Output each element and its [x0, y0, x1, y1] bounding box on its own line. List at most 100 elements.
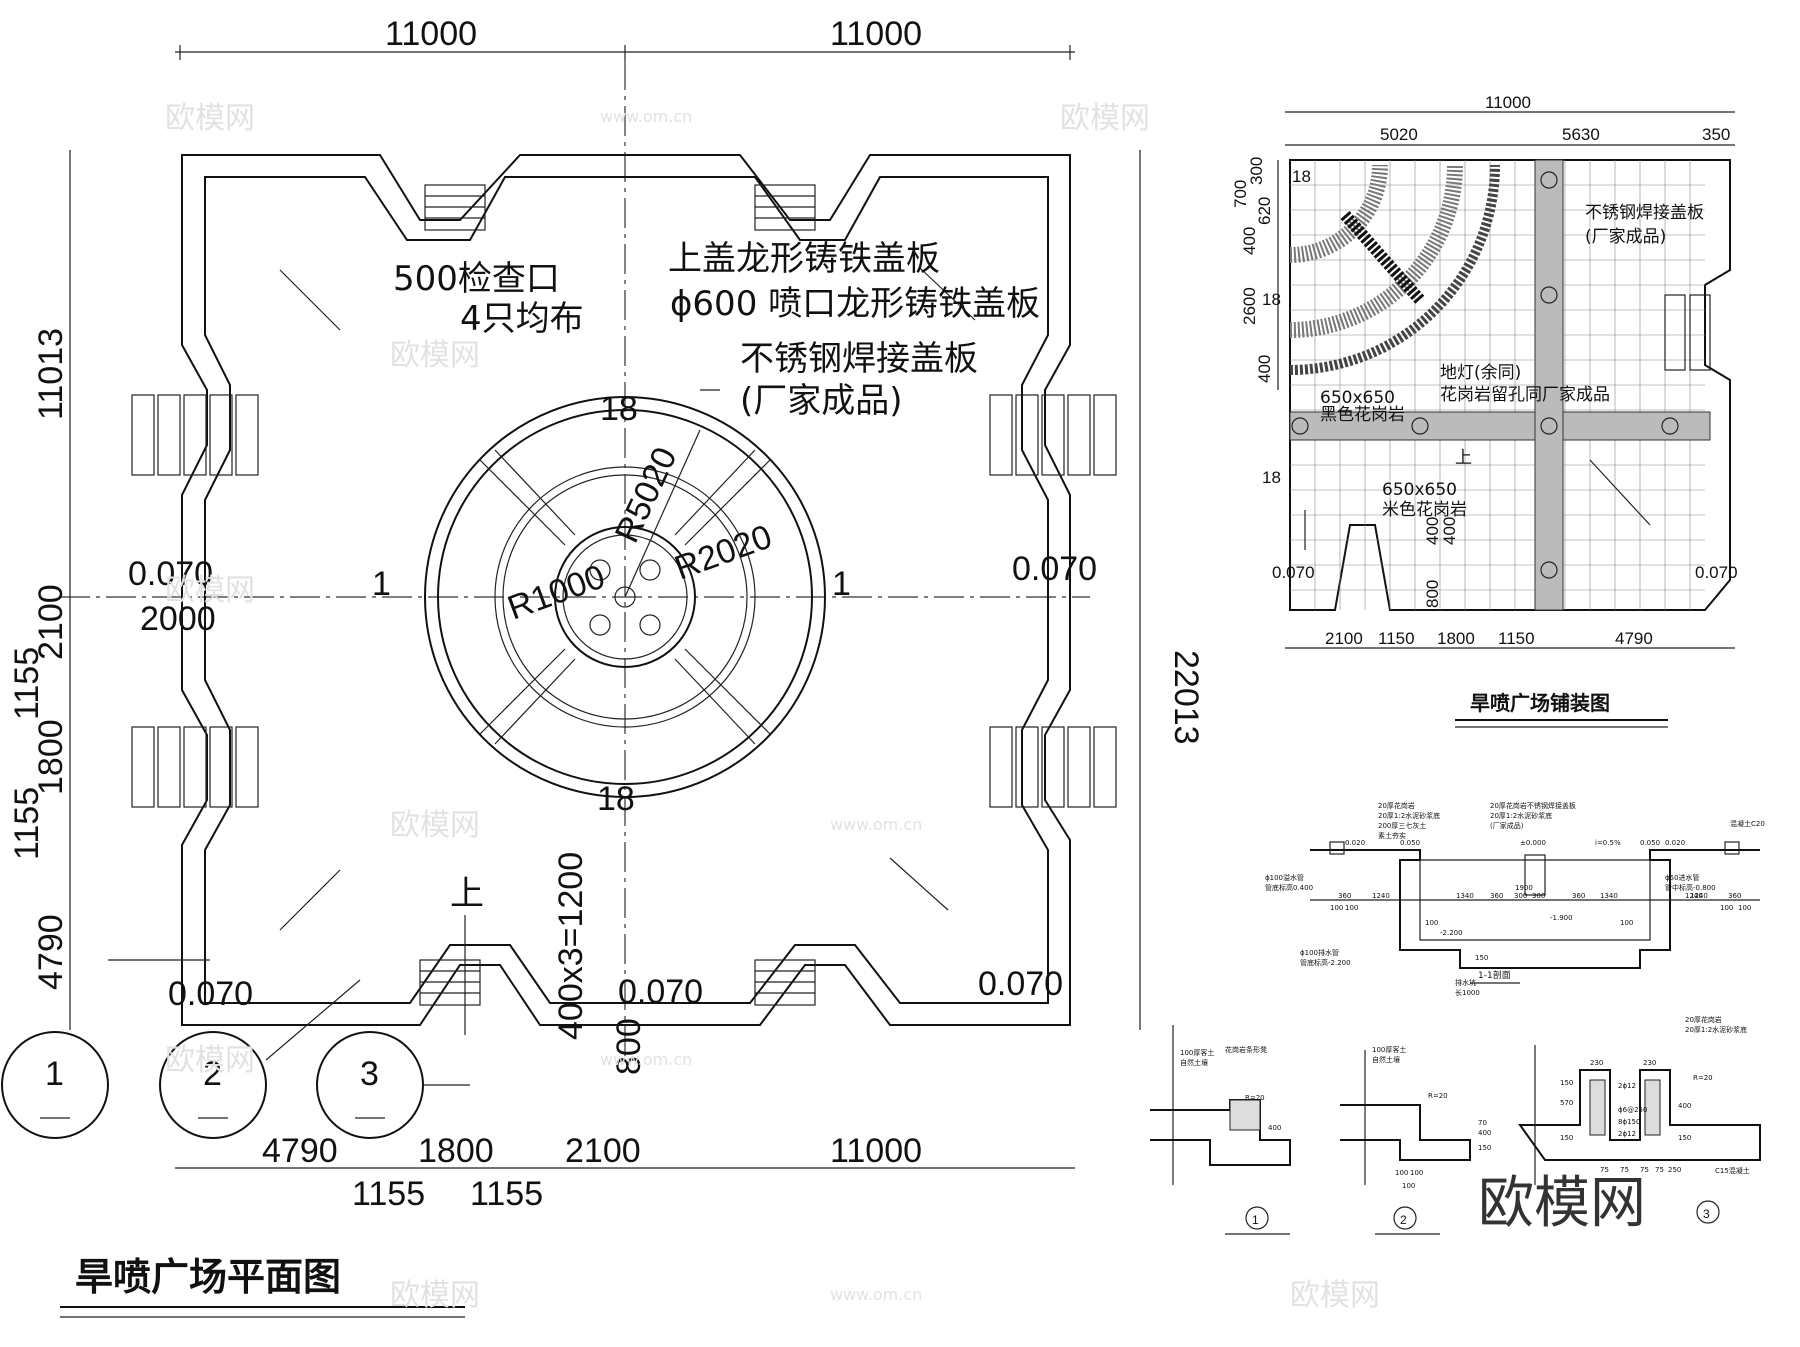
plaza-outline [181, 154, 1071, 1026]
paving-up: 上 [1455, 448, 1472, 468]
paving-black-2: 黑色花岗岩 [1320, 405, 1405, 425]
svg-text:2: 2 [203, 1055, 222, 1093]
d1-r: R=20 [1245, 1094, 1265, 1102]
d3-dim-1: 230 [1643, 1059, 1656, 1067]
svg-text:欧模网: 欧模网 [165, 101, 255, 136]
section-bottom-note-2: 排水坑 [1455, 978, 1476, 987]
section-slope: i=0.5% [1595, 839, 1621, 847]
dim-stair-800: 800 [610, 1018, 648, 1075]
paving-18a: 18 [1292, 167, 1311, 186]
d1-num: 1 [1252, 1213, 1259, 1227]
paving-title: 旱喷广场铺装图 [1470, 691, 1610, 715]
svg-text:欧模网: 欧模网 [165, 1043, 255, 1078]
dim-bottom-1155a: 1155 [352, 1175, 425, 1213]
elev-left-mid: 0.070 [128, 555, 213, 593]
dim-bottom-2100: 2100 [565, 1132, 641, 1170]
section-dim-1: 1240 [1372, 892, 1390, 900]
d3-dim-3: 570 [1560, 1099, 1573, 1107]
paving-top-350: 350 [1702, 125, 1730, 144]
dim-right-total: 22013 [1167, 650, 1205, 745]
dim-stair-1200: 400x3=1200 [552, 852, 590, 1040]
section-small-4: 150 [1475, 954, 1488, 962]
steps-top-right [754, 184, 816, 231]
d1-note-0: 100厚客土 [1180, 1048, 1214, 1057]
section-elev-2: ±0.000 [1520, 839, 1546, 847]
detail-2: 100厚客土 自然土壤 R=20 70 400 150 100 100 100 … [1340, 1045, 1491, 1235]
steps-top-left [424, 184, 486, 231]
section-title: 1-1剖面 [1478, 969, 1511, 981]
paving-18c: 18 [1262, 468, 1281, 487]
section-left-note-1: 管底标高0.400 [1265, 883, 1313, 892]
watermark-brand: 欧模网 [1478, 1171, 1646, 1236]
d2-dim-1: 400 [1478, 1129, 1491, 1137]
d3-dim-8: 75 [1600, 1166, 1609, 1174]
paving-left-300: 300 [1247, 157, 1266, 185]
d2-dim-3: 100 [1395, 1169, 1408, 1177]
main-plan: 11000 11000 11013 2100 1155 1800 1155 47… [1, 15, 1205, 1318]
d3-dim-2: 150 [1560, 1079, 1573, 1087]
d3-dim-5: 400 [1678, 1102, 1691, 1110]
paving-stair-800: 800 [1423, 580, 1442, 608]
paving-elev-right: 0.070 [1695, 563, 1738, 582]
section-note-7: 混凝土C20 [1730, 819, 1765, 828]
paving-light-2: 花岗岩留孔同厂家成品 [1440, 385, 1610, 405]
svg-text:1: 1 [45, 1055, 64, 1093]
d3-rebar-0: 2ϕ12 [1618, 1082, 1636, 1090]
svg-text:www.om.cn: www.om.cn [830, 1285, 922, 1304]
paving-stair-400a: 400 [1423, 517, 1442, 545]
d3-dim-6: 150 [1678, 1134, 1691, 1142]
d3-note-0: 20厚花岗岩 [1685, 1015, 1722, 1024]
paving-bottom-2100: 2100 [1325, 629, 1363, 648]
svg-text:欧模网: 欧模网 [390, 338, 480, 373]
section-bottom-note-3: 长1000 [1455, 988, 1480, 997]
d3-dim-7: 250 [1668, 1166, 1681, 1174]
paving-steel-2: (厂家成品) [1585, 227, 1666, 247]
svg-text:欧模网: 欧模网 [390, 1278, 480, 1313]
note-cover-2: ϕ600 喷口龙形铸铁盖板 [670, 284, 1040, 324]
section-dim-0: 360 [1338, 892, 1351, 900]
d3-rebar-1: ϕ6@250 [1618, 1106, 1647, 1114]
section-bottom-note-1: 管底标高-2.200 [1300, 958, 1351, 967]
paving-beige-2: 米色花岗岩 [1382, 500, 1467, 520]
d3-r: R=20 [1693, 1074, 1713, 1082]
svg-text:3: 3 [360, 1055, 379, 1093]
elev-bottom-left: 0.070 [168, 975, 253, 1013]
d2-dim-4: 100 [1410, 1169, 1423, 1177]
svg-text:欧模网: 欧模网 [165, 573, 255, 608]
section-small-8: 100 [1738, 904, 1751, 912]
section-note-0: 20厚花岗岩 [1378, 801, 1415, 810]
paving-top-5020: 5020 [1380, 125, 1418, 144]
section-dim-6: 360 [1572, 892, 1585, 900]
dim-left-1155a: 1155 [8, 647, 46, 720]
detail-1: 100厚客土 自然土壤 花岗岩条形凳 R=20 400 1 [1150, 1025, 1291, 1235]
watermarks: 欧模网 www.om.cn 欧模网 欧模网 欧模网 欧模网 www.om.cn … [165, 101, 1646, 1313]
paving-steel-1: 不锈钢焊接盖板 [1585, 203, 1704, 223]
paving-elev-left: 0.070 [1272, 563, 1315, 582]
d2-r: R=20 [1428, 1092, 1448, 1100]
label-18-bottom: 18 [597, 780, 635, 818]
svg-text:www.om.cn: www.om.cn [600, 107, 692, 126]
paving-bottom-1150b: 1150 [1498, 629, 1535, 648]
section-dim-9: 360 [1728, 892, 1741, 900]
svg-text:www.om.cn: www.om.cn [600, 1050, 692, 1069]
paving-bottom-4790: 4790 [1615, 629, 1653, 648]
section-note-2: 200厚三七灰土 [1378, 821, 1426, 830]
section-elev-1: 0.050 [1400, 839, 1420, 847]
section-mark-right: 1 [832, 565, 851, 603]
section-elev-5: -1.900 [1550, 914, 1573, 922]
section-note-5: 20厚1:2水泥砂浆底 [1490, 811, 1552, 820]
d3-dim-10: 75 [1640, 1166, 1649, 1174]
note-cover-1: 上盖龙形铸铁盖板 [668, 239, 940, 279]
d3-dim-11: 75 [1655, 1166, 1664, 1174]
d1-h: 400 [1268, 1124, 1281, 1132]
section-elev-4: 0.020 [1665, 839, 1685, 847]
note-steel-1: 不锈钢焊接盖板 [740, 339, 978, 379]
section-note-4: 20厚花岗岩不锈钢焊接盖板 [1490, 801, 1576, 810]
benches-left [131, 394, 259, 808]
paving-left-620: 620 [1255, 197, 1274, 225]
section-dim-4: 300 [1514, 892, 1527, 900]
dim-left-1155b: 1155 [8, 787, 46, 860]
dim-lines [69, 45, 1141, 1169]
dim-top-right: 11000 [830, 15, 922, 53]
